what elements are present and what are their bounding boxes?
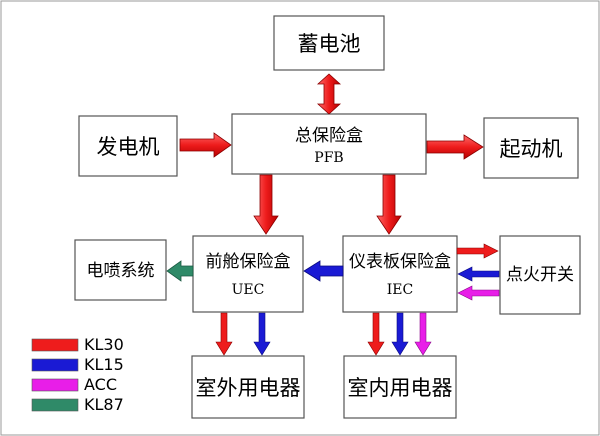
legend-label: KL30 [84, 335, 124, 354]
uec-box: 前舱保险盒 UEC [192, 235, 304, 313]
generator-label: 发电机 [97, 135, 160, 159]
interior-box: 室内用电器 [343, 355, 457, 419]
ignition-iec-blue-arrow [457, 266, 500, 282]
uec-exterior-blue-arrow [253, 312, 271, 356]
interior-label: 室内用电器 [348, 376, 453, 400]
pfb-sub: PFB [314, 150, 343, 166]
legend-swatch [31, 378, 79, 392]
legend-label: ACC [84, 375, 117, 394]
exterior-label: 室外用电器 [196, 376, 301, 400]
ems-box: 电喷系统 [74, 239, 167, 301]
ignition-box: 点火开关 [499, 235, 581, 315]
iec-sub: IEC [387, 282, 413, 298]
iec-ignition-arrow [456, 243, 499, 259]
iec-title: 仪表板保险盒 [349, 252, 451, 272]
battery-label: 蓄电池 [298, 32, 361, 56]
ems-label: 电喷系统 [87, 261, 155, 281]
iec-interior-blue-arrow [391, 312, 409, 356]
pfb-iec-arrow [376, 174, 402, 235]
legend-swatch [31, 358, 79, 372]
legend-swatch [31, 398, 79, 412]
pfb-title: 总保险盒 [295, 126, 363, 146]
pfb-uec-arrow [253, 174, 279, 235]
legend-label: KL15 [84, 355, 124, 374]
legend-label: KL87 [84, 395, 124, 414]
uec-title: 前舱保险盒 [206, 252, 291, 272]
ignition-iec-acc-arrow [457, 285, 500, 301]
legend-item-kl15: KL15 [31, 355, 124, 374]
iec-interior-acc-arrow [414, 312, 432, 356]
generator-pfb-arrow [179, 132, 232, 158]
uec-ems-arrow [166, 260, 194, 282]
uec-sub: UEC [232, 282, 265, 298]
ignition-label: 点火开关 [506, 265, 574, 285]
iec-box: 仪表板保险盒 IEC [342, 235, 458, 313]
generator-box: 发电机 [78, 115, 178, 177]
pfb-starter-arrow [426, 134, 484, 160]
pfb-box: 总保险盒 PFB [231, 113, 427, 175]
iec-uec-arrow [303, 260, 344, 282]
uec-exterior-red-arrow [215, 312, 233, 356]
legend-item-kl87: KL87 [31, 395, 124, 414]
legend-item-acc: ACC [31, 375, 117, 394]
starter-label: 起动机 [500, 137, 563, 161]
starter-box: 起动机 [483, 117, 579, 179]
battery-box: 蓄电池 [273, 15, 385, 71]
battery-pfb-arrow [316, 73, 342, 115]
legend: KL30 KL15 ACC KL87 [31, 335, 124, 414]
legend-swatch [31, 338, 79, 352]
iec-interior-red-arrow [367, 312, 385, 356]
legend-item-kl30: KL30 [31, 335, 124, 354]
exterior-box: 室外用电器 [191, 355, 305, 419]
